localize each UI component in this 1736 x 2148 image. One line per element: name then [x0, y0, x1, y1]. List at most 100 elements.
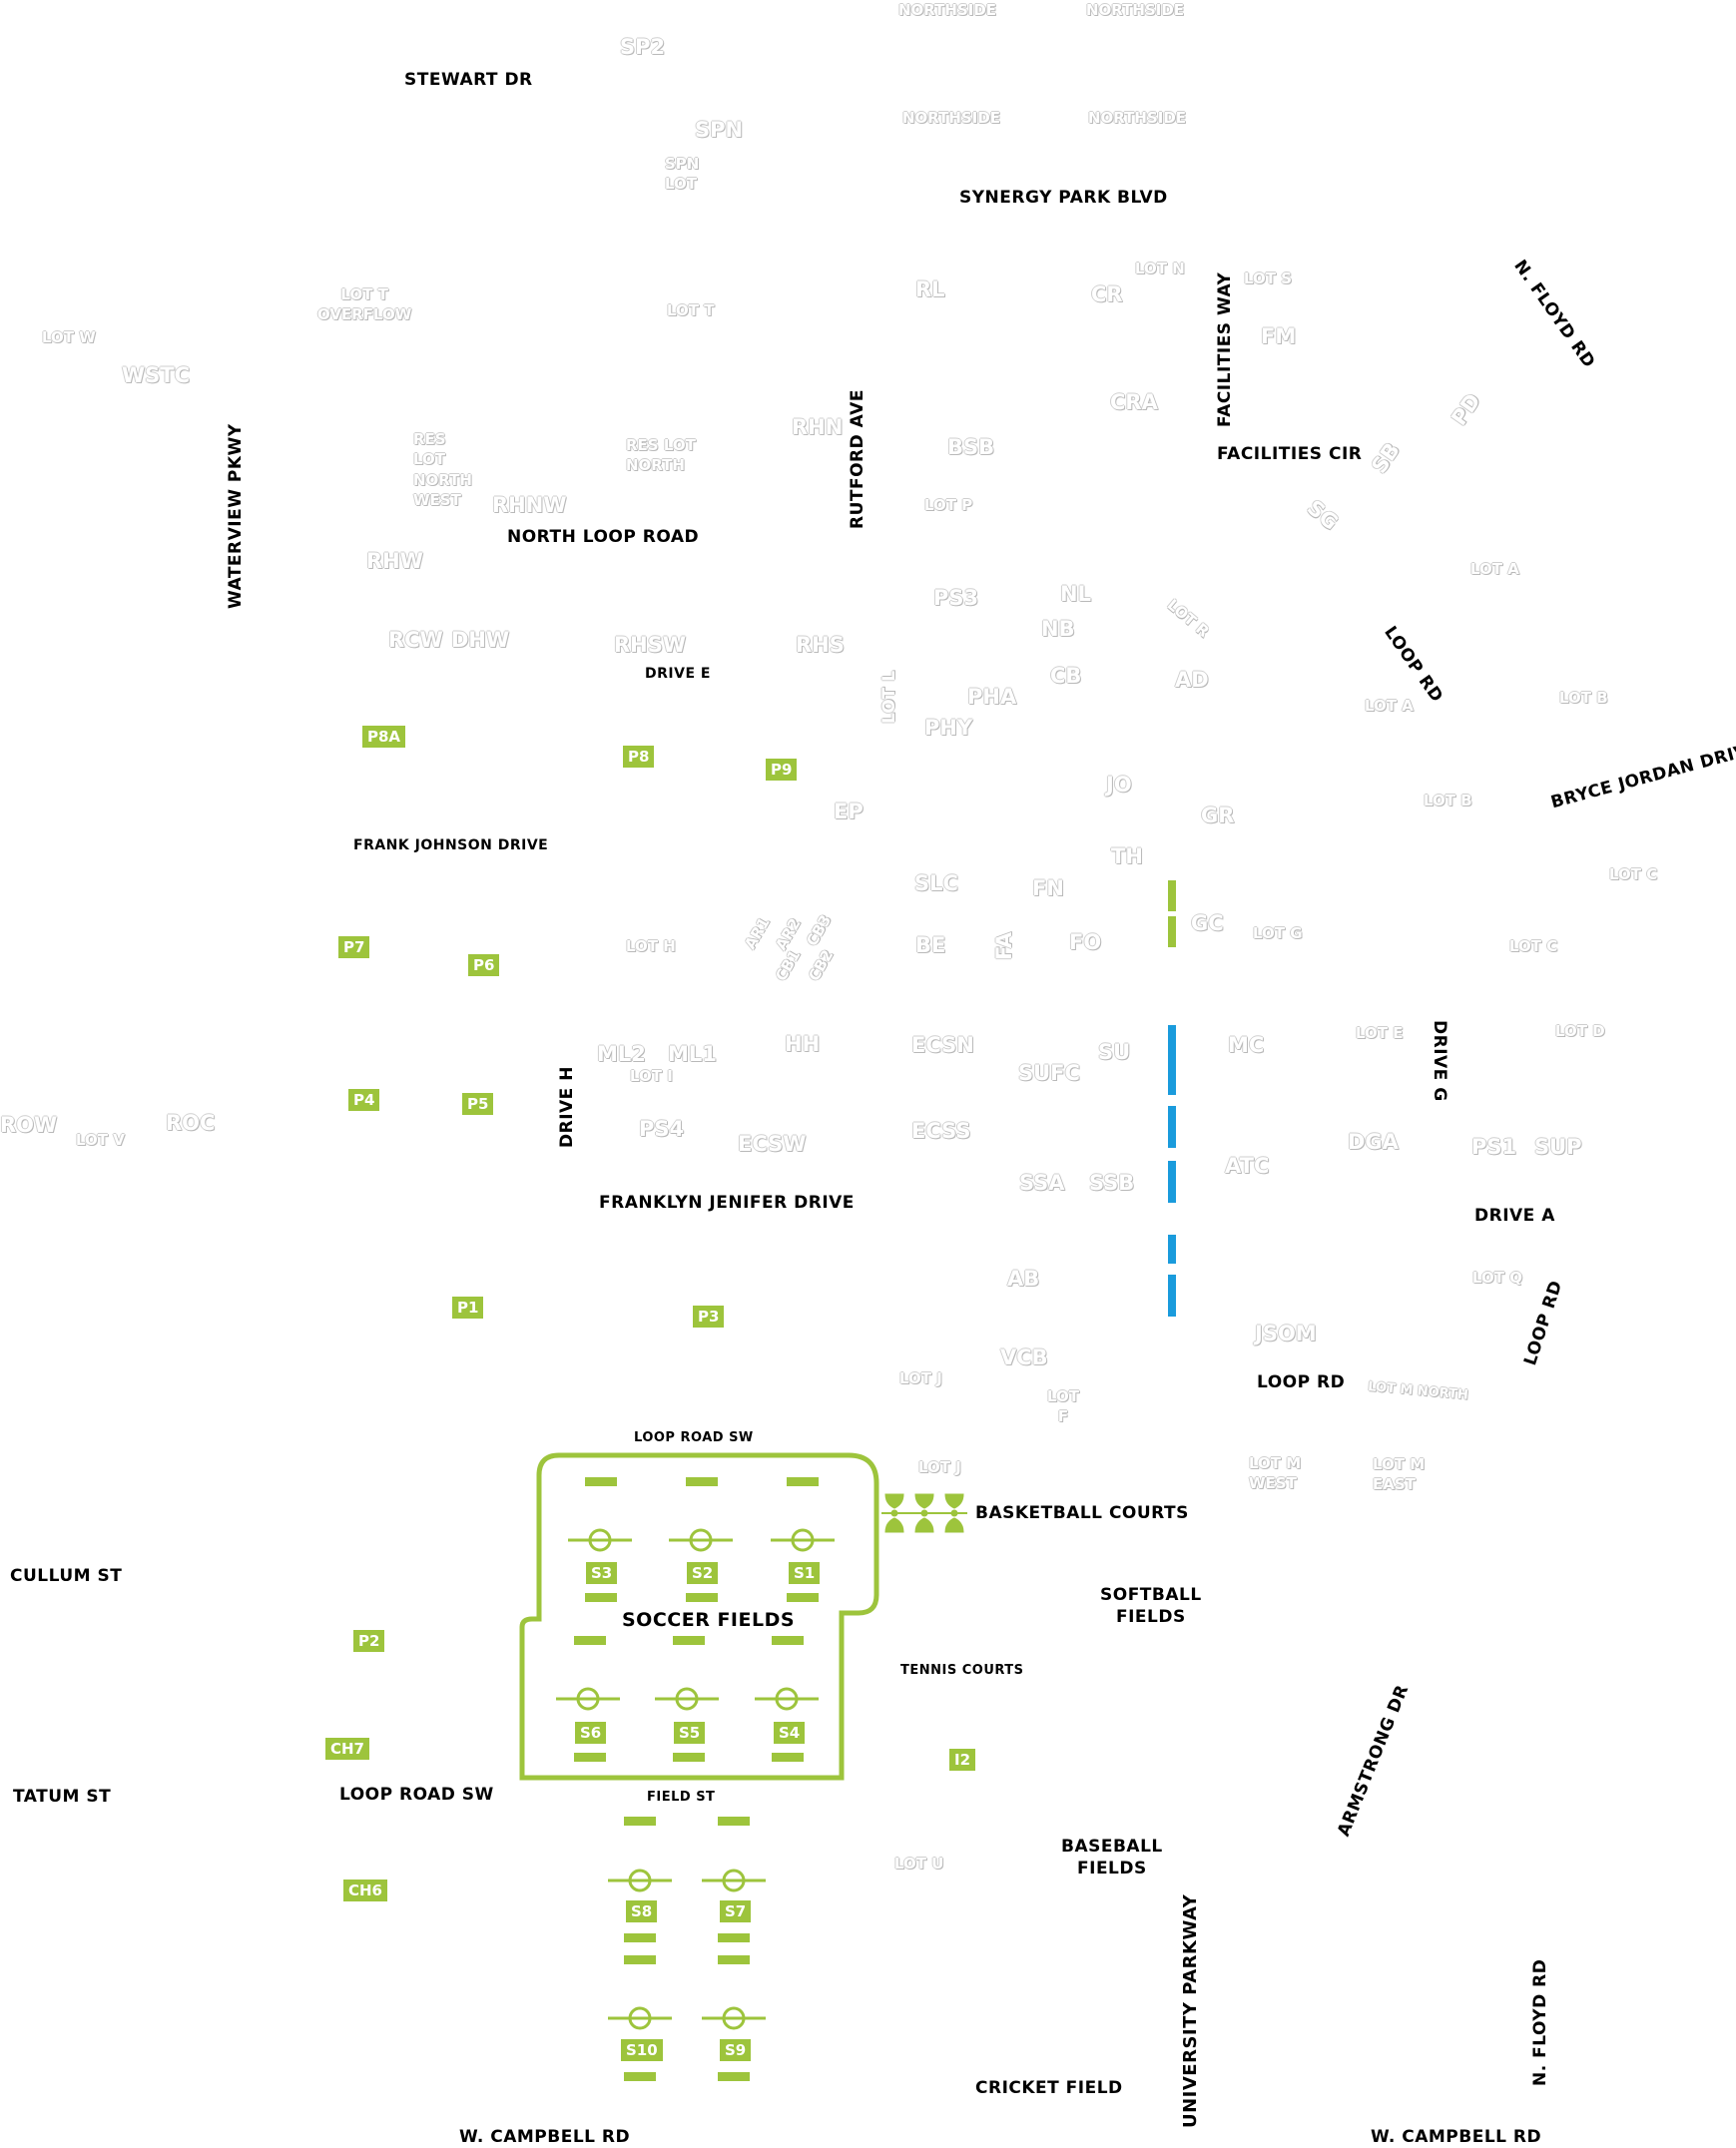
building-label[interactable]: FO	[1069, 930, 1102, 954]
field-tag[interactable]: S4	[774, 1722, 806, 1744]
lot-label[interactable]: LOT F	[1047, 1387, 1080, 1426]
lot-label[interactable]: RES LOT NORTH	[626, 436, 696, 475]
building-label[interactable]: PHY	[924, 716, 973, 740]
building-label[interactable]: CR	[1091, 282, 1123, 306]
lot-label[interactable]: LOT U	[894, 1855, 944, 1873]
lot-label[interactable]: LOT T	[667, 301, 715, 319]
building-label[interactable]: ML1	[668, 1042, 717, 1066]
lot-label[interactable]: LOT M EAST	[1373, 1455, 1426, 1494]
lot-label[interactable]: RES LOT NORTH WEST	[413, 430, 472, 509]
building-label[interactable]: SUP	[1534, 1135, 1582, 1159]
parking-tag[interactable]: P2	[353, 1630, 385, 1652]
lot-label[interactable]: LOT A	[1365, 697, 1414, 715]
lot-label[interactable]: LOT H	[626, 937, 676, 955]
lot-label[interactable]: NORTHSIDE	[1088, 109, 1187, 127]
parking-tag[interactable]: P8A	[362, 726, 406, 748]
building-label[interactable]: RHSW	[614, 633, 687, 657]
building-label[interactable]: DHW	[451, 628, 510, 652]
lot-label[interactable]: LOT E	[1356, 1024, 1404, 1042]
parking-tag[interactable]: P3	[693, 1306, 725, 1328]
building-label[interactable]: CB	[1050, 664, 1082, 688]
building-label[interactable]: RHN	[792, 415, 844, 439]
building-label[interactable]: HH	[785, 1032, 821, 1056]
building-label[interactable]: BSB	[947, 435, 995, 459]
parking-tag[interactable]: P5	[462, 1093, 494, 1115]
lot-label[interactable]: NORTHSIDE	[898, 1, 997, 19]
parking-tag[interactable]: P9	[766, 759, 798, 781]
building-label[interactable]: ROW	[0, 1113, 58, 1137]
lot-label[interactable]: NORTHSIDE	[1086, 1, 1185, 19]
lot-label[interactable]: LOT B	[1559, 689, 1608, 707]
field-tag[interactable]: S3	[586, 1562, 618, 1584]
building-label[interactable]: VCB	[1000, 1345, 1048, 1369]
parking-tag[interactable]: CH7	[325, 1738, 369, 1760]
building-label[interactable]: FA	[992, 931, 1016, 960]
building-label[interactable]: ECSS	[911, 1119, 971, 1143]
building-label[interactable]: BE	[915, 933, 946, 957]
parking-tag[interactable]: P7	[338, 936, 370, 958]
building-label[interactable]: ECSW	[738, 1132, 807, 1156]
lot-label[interactable]: LOT S	[1244, 269, 1293, 287]
building-label[interactable]: RHW	[366, 549, 423, 573]
building-label[interactable]: ATC	[1225, 1154, 1270, 1178]
field-tag[interactable]: S5	[674, 1722, 706, 1744]
building-label[interactable]: SPN	[695, 118, 744, 142]
building-label[interactable]: RHNW	[492, 493, 567, 517]
field-tag[interactable]: S1	[789, 1562, 821, 1584]
lot-label[interactable]: NORTHSIDE	[902, 109, 1001, 127]
lot-label[interactable]: LOT T OVERFLOW	[317, 285, 412, 324]
building-label[interactable]: NL	[1060, 582, 1091, 606]
lot-label[interactable]: LOT I	[630, 1067, 673, 1085]
lot-label[interactable]: LOT P	[924, 496, 973, 514]
lot-label[interactable]: LOT G	[1253, 924, 1303, 942]
building-label[interactable]: SU	[1098, 1040, 1131, 1064]
building-label[interactable]: WSTC	[122, 363, 191, 387]
building-label[interactable]: GR	[1201, 804, 1235, 827]
lot-label[interactable]: LOT Q	[1472, 1269, 1522, 1287]
building-label[interactable]: SP2	[620, 35, 666, 59]
field-tag[interactable]: S8	[626, 1900, 658, 1922]
lot-label[interactable]: LOT C	[1509, 937, 1558, 955]
building-label[interactable]: EP	[834, 800, 864, 823]
building-label[interactable]: PHA	[967, 685, 1017, 709]
building-label[interactable]: MC	[1228, 1033, 1265, 1057]
building-label[interactable]: RCW	[388, 628, 443, 652]
building-label[interactable]: PS3	[933, 586, 979, 610]
building-label[interactable]: DGA	[1348, 1130, 1399, 1154]
lot-label[interactable]: SPN LOT	[665, 155, 700, 194]
building-label[interactable]: SLC	[914, 871, 958, 895]
building-label[interactable]: NB	[1041, 617, 1075, 641]
field-tag[interactable]: S7	[720, 1900, 752, 1922]
parking-tag[interactable]: P6	[468, 954, 500, 976]
lot-label[interactable]: LOT A	[1470, 560, 1519, 578]
lot-label[interactable]: LOT M WEST	[1249, 1454, 1302, 1493]
building-label[interactable]: SUFC	[1018, 1061, 1080, 1085]
building-label[interactable]: ECSN	[911, 1033, 974, 1057]
building-label[interactable]: JO	[1106, 773, 1132, 797]
field-tag[interactable]: S2	[687, 1562, 719, 1584]
building-label[interactable]: SSA	[1019, 1171, 1065, 1195]
building-label[interactable]: AD	[1175, 668, 1209, 692]
parking-tag[interactable]: P4	[348, 1089, 380, 1111]
building-label[interactable]: ML2	[597, 1042, 646, 1066]
building-label[interactable]: TH	[1111, 844, 1143, 868]
lot-label[interactable]: LOT J	[899, 1369, 942, 1387]
lot-label[interactable]: LOT V	[76, 1131, 125, 1149]
field-tag[interactable]: S6	[575, 1722, 607, 1744]
lot-label[interactable]: LOT D	[1555, 1022, 1605, 1040]
building-label[interactable]: JSOM	[1255, 1322, 1317, 1345]
field-tag[interactable]: S10	[621, 2039, 663, 2061]
lot-label[interactable]: LOT C	[1609, 865, 1658, 883]
building-label[interactable]: GC	[1191, 911, 1224, 935]
building-label[interactable]: PS4	[639, 1117, 685, 1141]
lot-label[interactable]: LOT W	[42, 328, 96, 346]
building-label[interactable]: SSB	[1089, 1171, 1135, 1195]
building-label[interactable]: CRA	[1110, 390, 1158, 414]
building-label[interactable]: PS1	[1471, 1135, 1517, 1159]
lot-label[interactable]: LOT J	[918, 1458, 961, 1476]
building-label[interactable]: FN	[1032, 876, 1064, 900]
parking-tag[interactable]: P8	[623, 746, 655, 768]
building-label[interactable]: FM	[1261, 324, 1297, 348]
lot-label[interactable]: LOT N	[1135, 260, 1185, 277]
building-label[interactable]: RL	[915, 277, 945, 301]
